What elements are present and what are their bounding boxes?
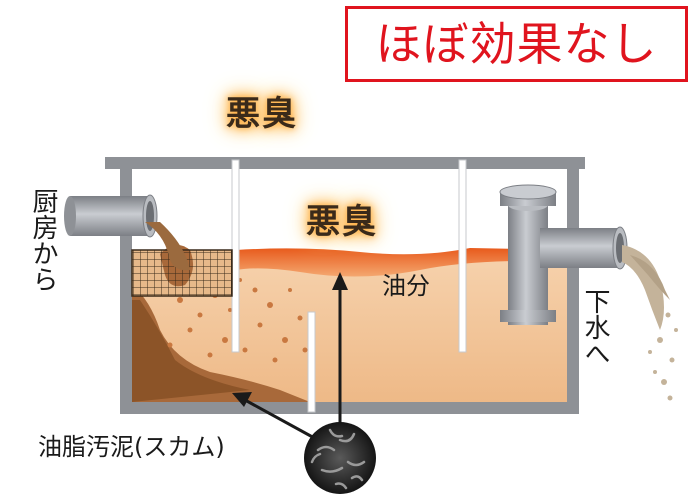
inlet-flow bbox=[145, 222, 190, 271]
tank-lid bbox=[105, 157, 585, 169]
outlet-label: 下水へ bbox=[580, 288, 610, 366]
oil-layer bbox=[236, 248, 567, 277]
badge-text: ほぼ効果なし bbox=[375, 17, 658, 71]
arrows bbox=[232, 272, 348, 442]
outlet-pipe bbox=[499, 184, 628, 325]
tank-floor bbox=[120, 402, 579, 414]
wastewater bbox=[132, 252, 567, 402]
microorganism-circle bbox=[304, 422, 376, 494]
baffle-2 bbox=[307, 311, 316, 413]
no-effect-badge: ほぼ効果なし bbox=[345, 6, 688, 82]
inlet-label: 厨房から bbox=[28, 188, 58, 292]
baffle-1 bbox=[231, 159, 240, 353]
bad-smell-label-top: 悪臭 bbox=[226, 94, 298, 134]
baffle-3 bbox=[458, 159, 467, 353]
strainer-basket bbox=[131, 244, 233, 297]
outflow bbox=[622, 245, 678, 401]
oil-label: 油分 bbox=[382, 272, 430, 300]
sludge-label: 油脂汚泥(スカム) bbox=[38, 433, 225, 461]
sludge-shadow bbox=[132, 300, 250, 402]
inlet-pipe bbox=[64, 194, 158, 238]
bad-smell-label-inner: 悪臭 bbox=[306, 202, 378, 242]
tank-right-wall bbox=[567, 169, 579, 414]
